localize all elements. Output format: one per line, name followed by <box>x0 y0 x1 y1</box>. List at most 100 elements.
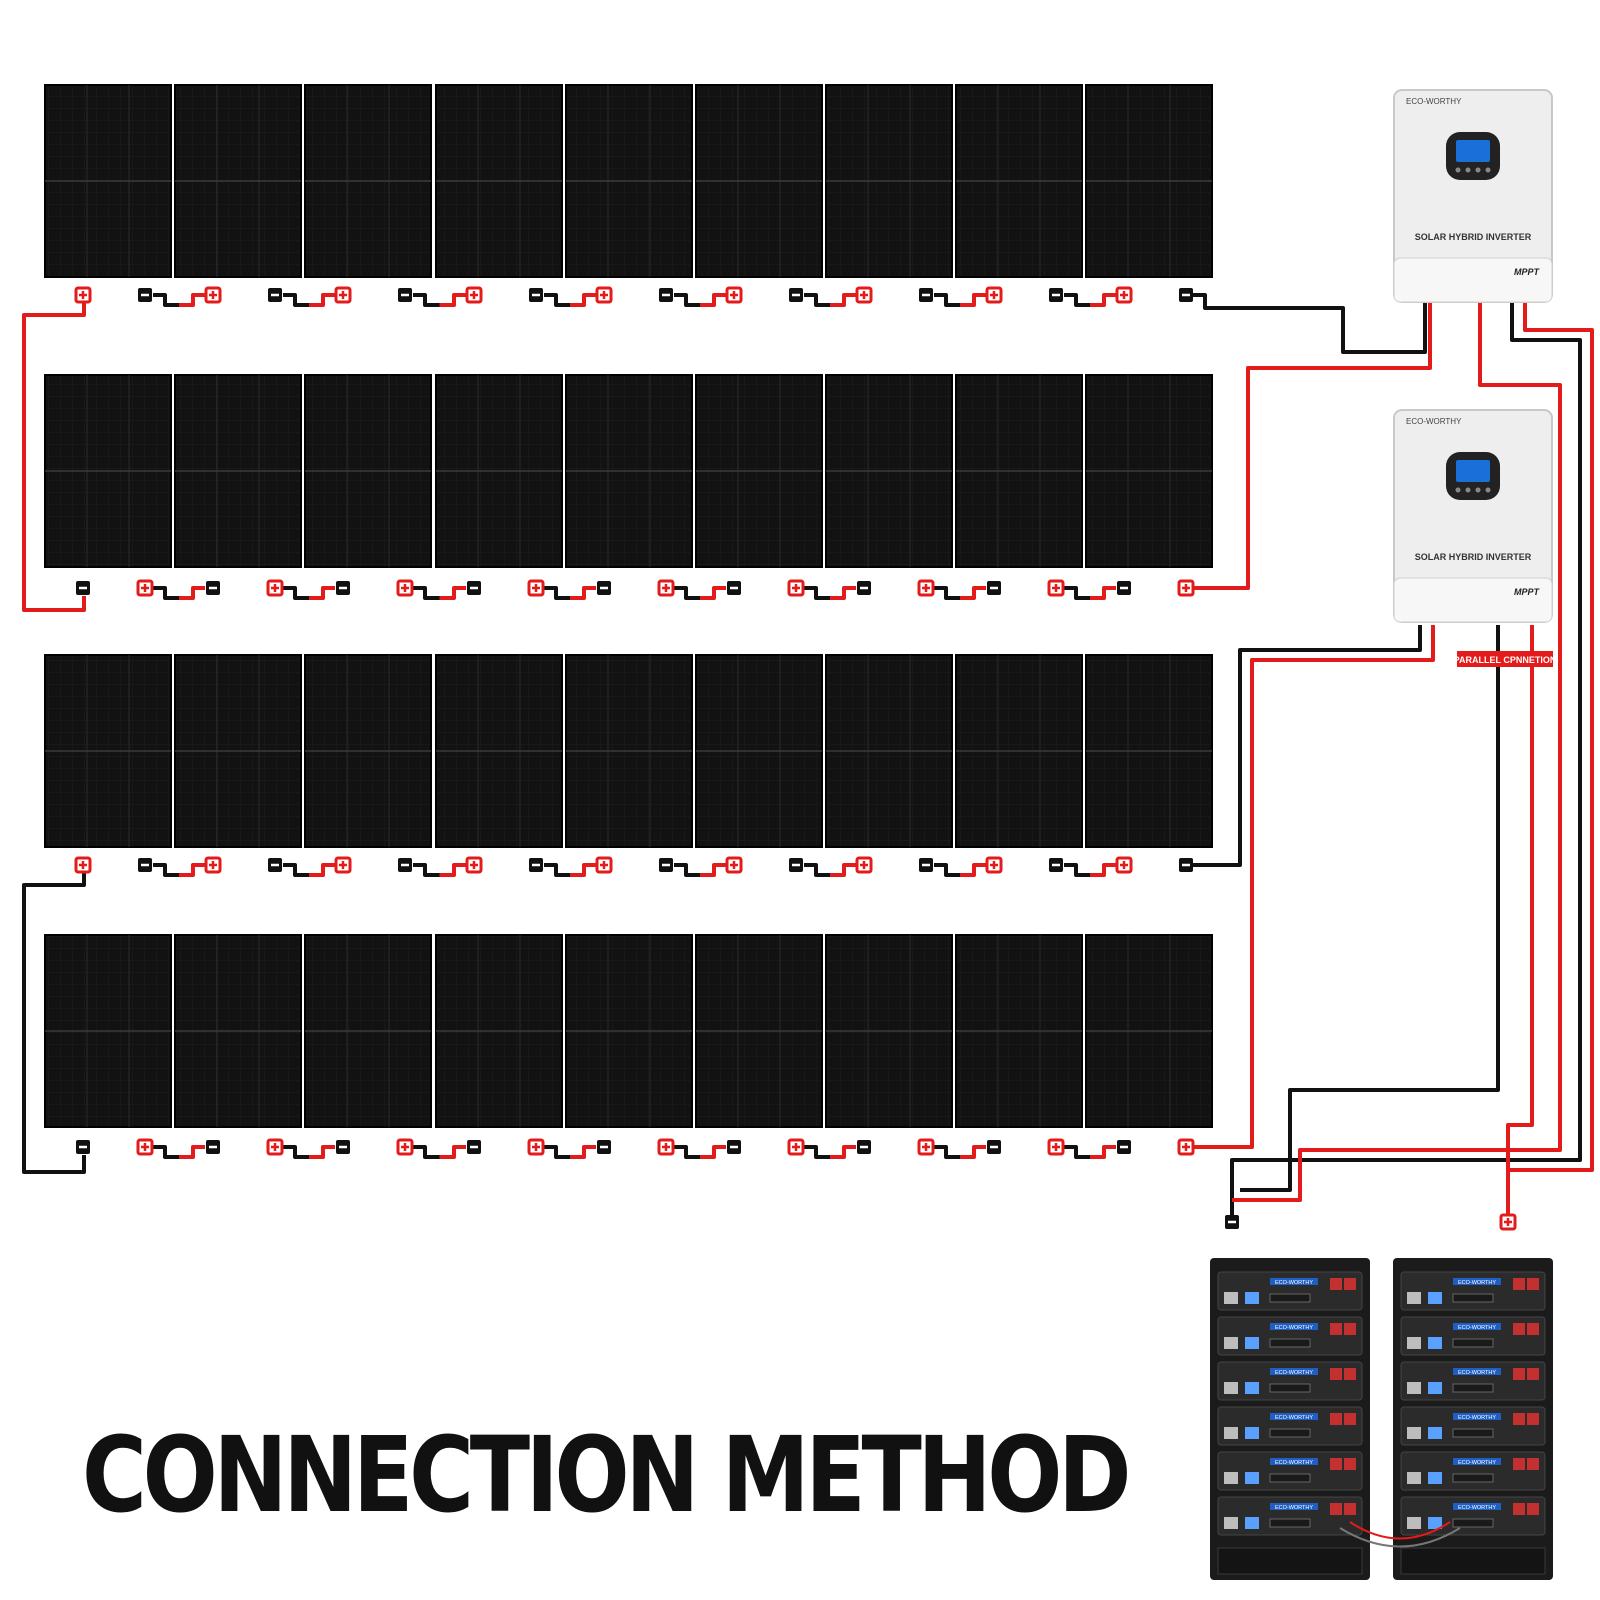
parallel-connection-text: PARALLEL CPNNETION <box>1454 655 1557 665</box>
series-jumper-positive <box>309 586 335 600</box>
solar-panel-icon <box>955 934 1083 1128</box>
series-jumper-negative <box>283 293 309 307</box>
plus-terminal-icon <box>465 856 483 874</box>
plus-terminal-icon <box>595 856 613 874</box>
terminals <box>74 286 1517 1231</box>
battery-module-icon: ECO-WORTHY <box>1400 1361 1546 1401</box>
battery-lead-negative-1 <box>1230 300 1582 1215</box>
series-jumper-negative <box>674 293 700 307</box>
minus-terminal-icon <box>138 288 152 302</box>
minus-terminal-icon <box>789 288 803 302</box>
solar-panel-icon <box>1085 654 1213 848</box>
series-jumper-negative <box>544 586 570 600</box>
minus-terminal-icon <box>1049 858 1063 872</box>
series-jumper-positive <box>570 586 596 600</box>
series-jumper-positive <box>830 863 856 877</box>
solar-panel-icon <box>565 84 693 278</box>
parallel-positive <box>1232 300 1562 1202</box>
plus-terminal-icon <box>1499 1213 1517 1231</box>
battery-brand: ECO-WORTHY <box>1458 1505 1496 1511</box>
minus-terminal-icon <box>727 1140 741 1154</box>
solar-panel-icon <box>565 654 693 848</box>
series-jumper-positive <box>1090 863 1116 877</box>
minus-terminal-icon <box>529 288 543 302</box>
solar-panel-icon <box>1085 934 1213 1128</box>
series-jumper-positive <box>700 863 726 877</box>
battery-brand: ECO-WORTHY <box>1458 1370 1496 1376</box>
inverter-icon: ECO-WORTHY SOLAR HYBRID INVERTER MPPT <box>1393 409 1553 623</box>
series-jumper-negative <box>283 586 309 600</box>
series-jumper-negative <box>674 863 700 877</box>
wiring <box>22 293 1594 1215</box>
series-jumper-negative <box>544 863 570 877</box>
minus-terminal-icon <box>1117 581 1131 595</box>
battery-brand: ECO-WORTHY <box>1458 1415 1496 1421</box>
plus-terminal-icon <box>595 286 613 304</box>
series-jumper-negative <box>1064 863 1090 877</box>
plus-terminal-icon <box>527 1138 545 1156</box>
plus-terminal-icon <box>1115 856 1133 874</box>
inverter-label: SOLAR HYBRID INVERTER <box>1415 232 1532 242</box>
rack-interconnect-negative <box>1339 1527 1461 1548</box>
battery-module-icon: ECO-WORTHY <box>1400 1451 1546 1491</box>
series-jumper-negative <box>934 293 960 307</box>
mppt-badge: MPPT <box>1514 587 1541 597</box>
string-loop-negative <box>22 873 86 1174</box>
series-jumper-negative <box>804 1145 830 1159</box>
plus-terminal-icon <box>917 1138 935 1156</box>
battery-module-icon: ECO-WORTHY <box>1217 1496 1363 1536</box>
minus-terminal-icon <box>987 1140 1001 1154</box>
solar-panel-icon <box>825 374 953 568</box>
minus-terminal-icon <box>138 858 152 872</box>
minus-terminal-icon <box>857 1140 871 1154</box>
plus-terminal-icon <box>985 856 1003 874</box>
plus-terminal-icon <box>74 856 92 874</box>
minus-terminal-icon <box>1117 1140 1131 1154</box>
minus-terminal-icon <box>919 288 933 302</box>
series-jumper-positive <box>179 863 205 877</box>
series-jumper-positive <box>1090 1145 1116 1159</box>
solar-panel-icon <box>825 654 953 848</box>
minus-terminal-icon <box>987 581 1001 595</box>
plus-terminal-icon <box>266 1138 284 1156</box>
plus-terminal-icon <box>266 579 284 597</box>
plus-terminal-icon <box>136 1138 154 1156</box>
minus-terminal-icon <box>398 288 412 302</box>
solar-panel-icon <box>825 934 953 1128</box>
series-jumper-negative <box>1064 1145 1090 1159</box>
series-jumper-positive <box>700 1145 726 1159</box>
series-jumper-positive <box>1090 586 1116 600</box>
minus-terminal-icon <box>268 858 282 872</box>
plus-terminal-icon <box>465 286 483 304</box>
series-jumper-negative <box>544 1145 570 1159</box>
series-jumper-negative <box>934 863 960 877</box>
battery-rack: ECO-WORTHY ECO-WORTHY ECO-WORTHY ECO-WORTHY… <box>1393 1258 1553 1580</box>
series-jumper-negative <box>934 586 960 600</box>
plus-terminal-icon <box>136 579 154 597</box>
battery-module-icon: ECO-WORTHY <box>1217 1271 1363 1311</box>
inverter-brand: ECO-WORTHY <box>1406 417 1462 426</box>
plus-terminal-icon <box>1115 286 1133 304</box>
minus-terminal-icon <box>76 1140 90 1154</box>
series-jumper-negative <box>674 1145 700 1159</box>
battery-brand: ECO-WORTHY <box>1275 1370 1313 1376</box>
solar-panel-icon <box>435 654 563 848</box>
series-jumper-negative <box>804 863 830 877</box>
series-jumper-positive <box>960 293 986 307</box>
plus-terminal-icon <box>1177 579 1195 597</box>
minus-terminal-icon <box>659 288 673 302</box>
plus-terminal-icon <box>855 286 873 304</box>
solar-panel-icon <box>304 934 432 1128</box>
series-jumper-negative <box>544 293 570 307</box>
series-jumper-positive <box>439 1145 466 1159</box>
string-to-inverter-2-negative <box>1186 625 1422 867</box>
series-jumper-positive <box>179 586 205 600</box>
minus-terminal-icon <box>1225 1215 1239 1229</box>
solar-panel-icon <box>695 374 823 568</box>
plus-terminal-icon <box>1177 1138 1195 1156</box>
inverter-label: SOLAR HYBRID INVERTER <box>1415 552 1532 562</box>
plus-terminal-icon <box>657 1138 675 1156</box>
solar-panel-icon <box>695 934 823 1128</box>
series-jumper-negative <box>804 586 830 600</box>
plus-terminal-icon <box>725 286 743 304</box>
